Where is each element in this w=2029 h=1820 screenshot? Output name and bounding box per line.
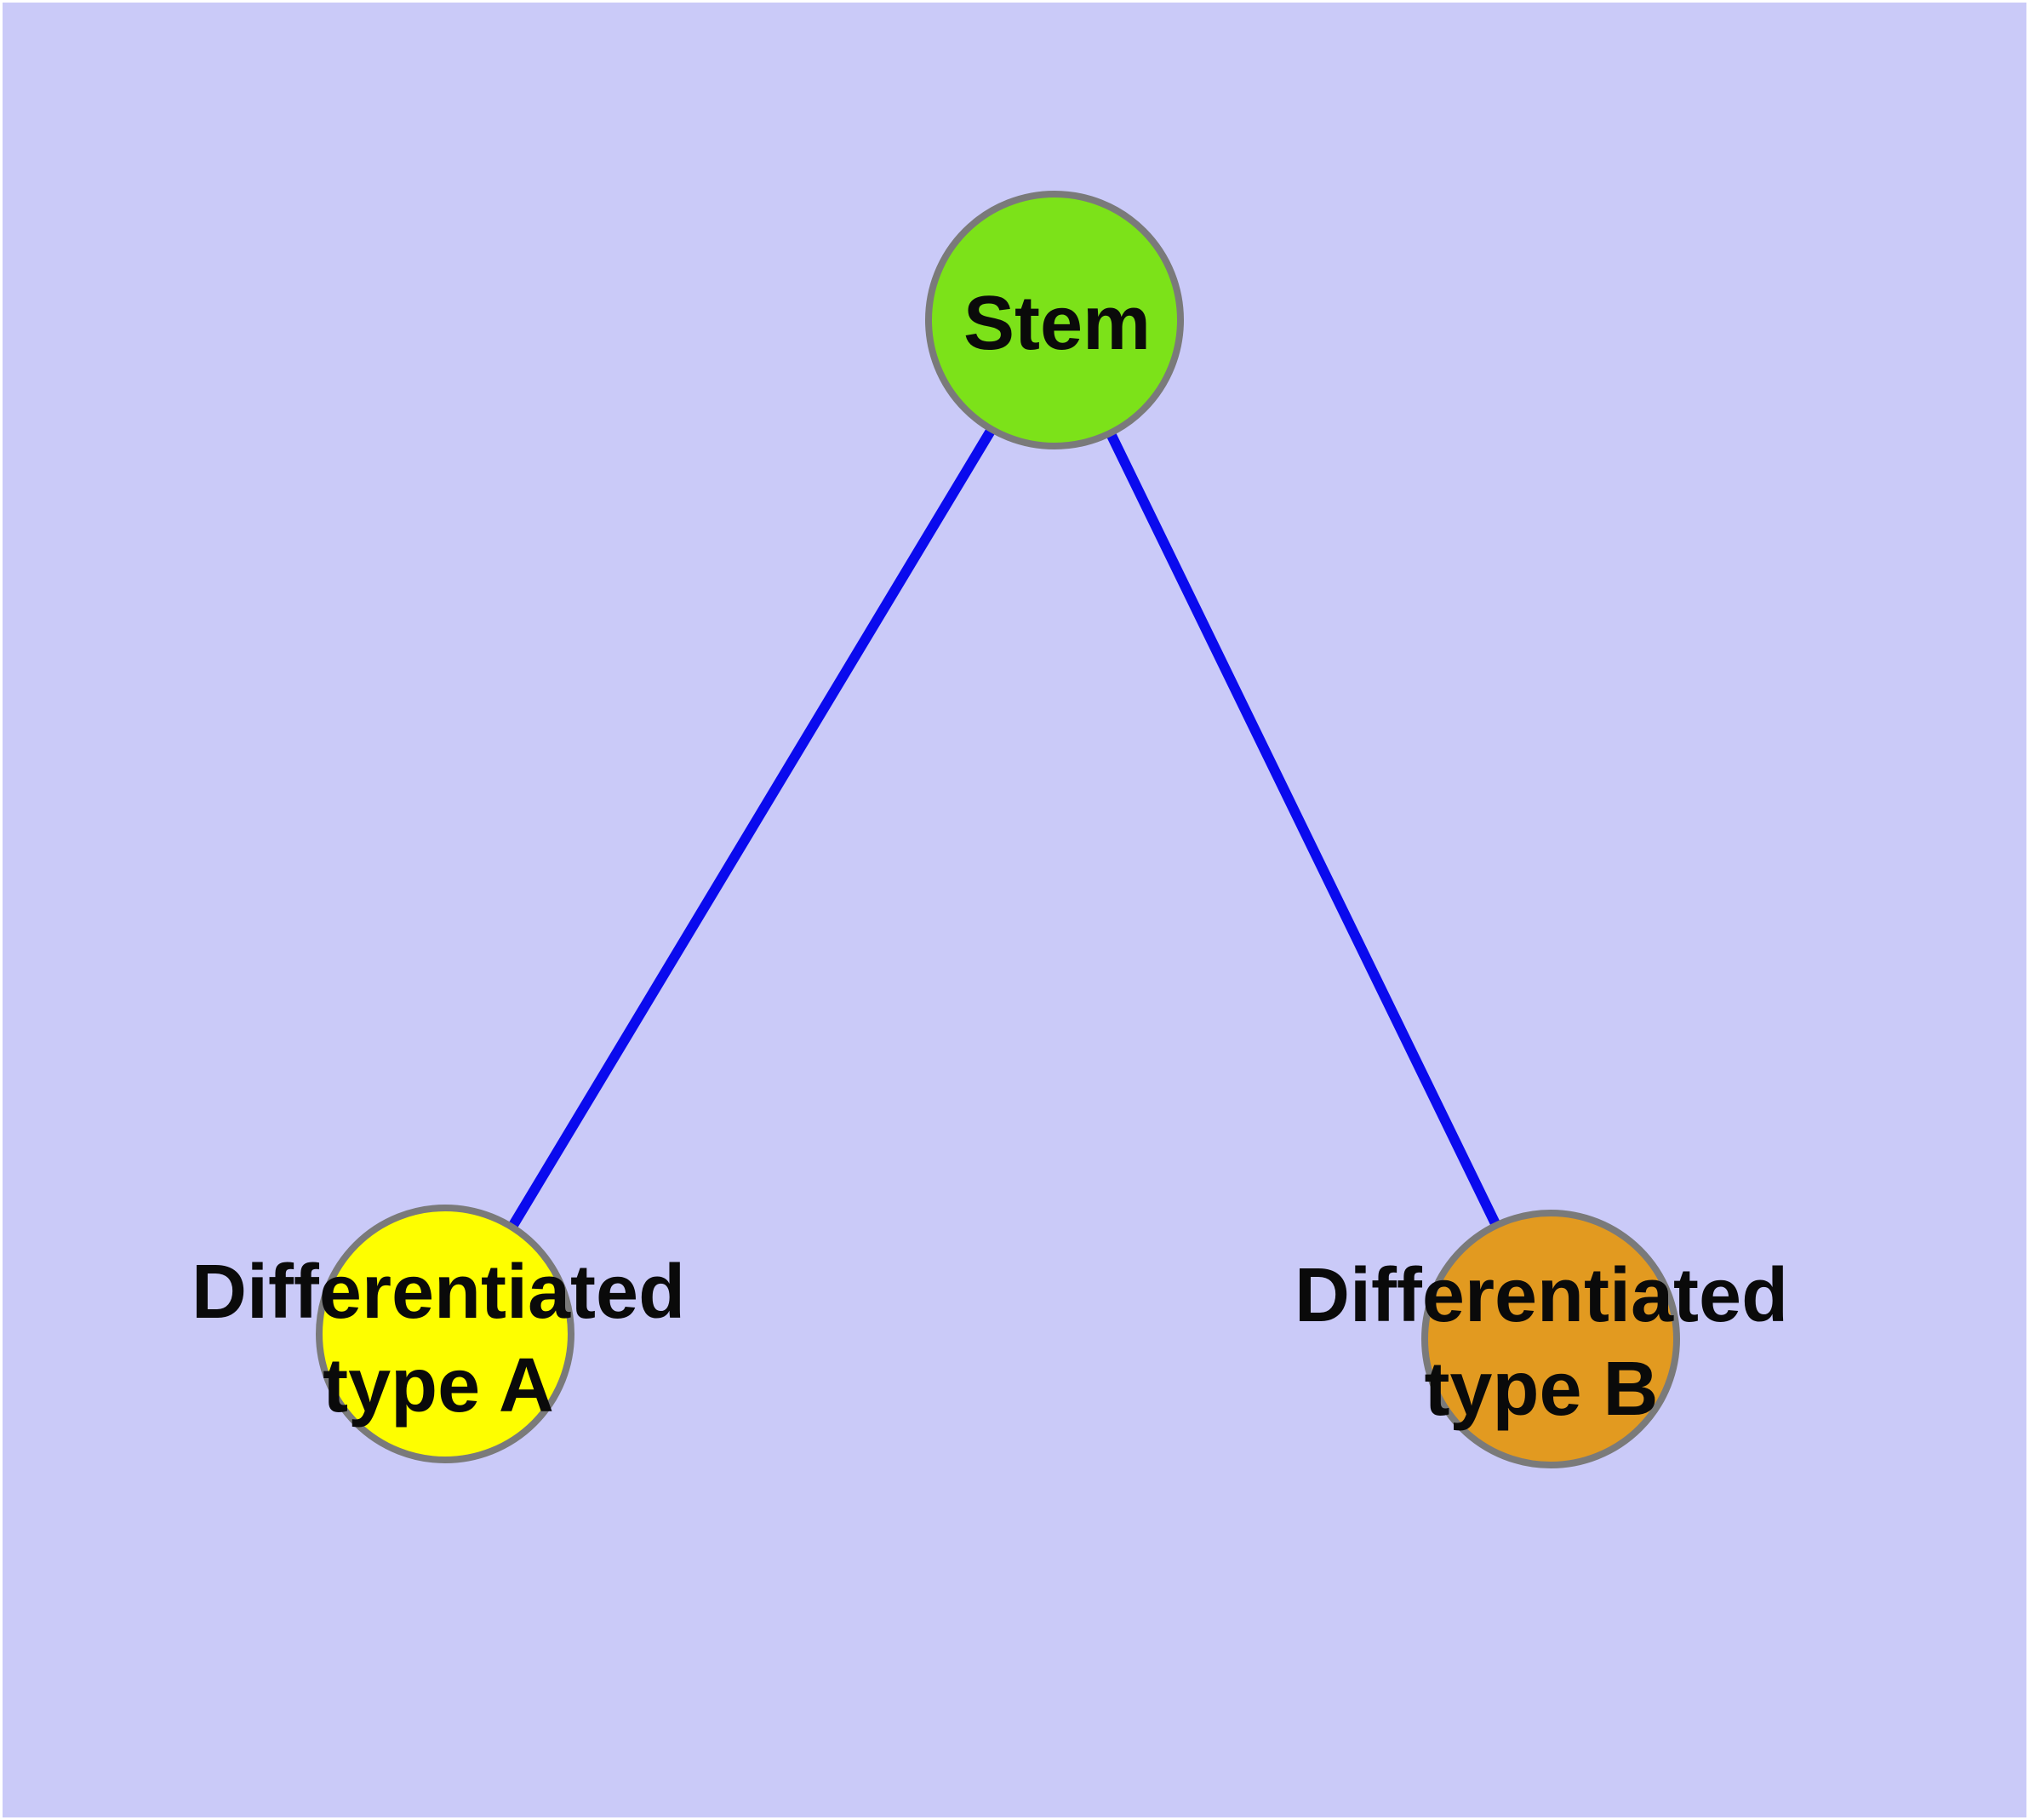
node-stem-label-text: Stem xyxy=(963,281,1152,366)
node-type-b-label-line1: Differentiated xyxy=(1294,1253,1789,1338)
edge-stem-to-type-b xyxy=(1051,319,1557,1343)
node-stem[interactable] xyxy=(925,191,1184,449)
node-differentiated-type-b[interactable] xyxy=(1421,1210,1680,1468)
node-stem-label: Stem xyxy=(963,277,1151,370)
node-differentiated-type-a[interactable] xyxy=(316,1205,574,1463)
node-type-a-label-line2: type A xyxy=(323,1343,554,1428)
node-type-a-label-line1: Differentiated xyxy=(191,1250,686,1335)
edge-stem-to-type-a xyxy=(442,318,1061,1339)
node-type-b-label: Differentiated type B xyxy=(1295,1249,1788,1436)
node-type-b-label-line2: type B xyxy=(1424,1347,1659,1432)
edges-layer xyxy=(442,318,1557,1343)
node-type-a-label: Differentiated type A xyxy=(191,1245,685,1433)
